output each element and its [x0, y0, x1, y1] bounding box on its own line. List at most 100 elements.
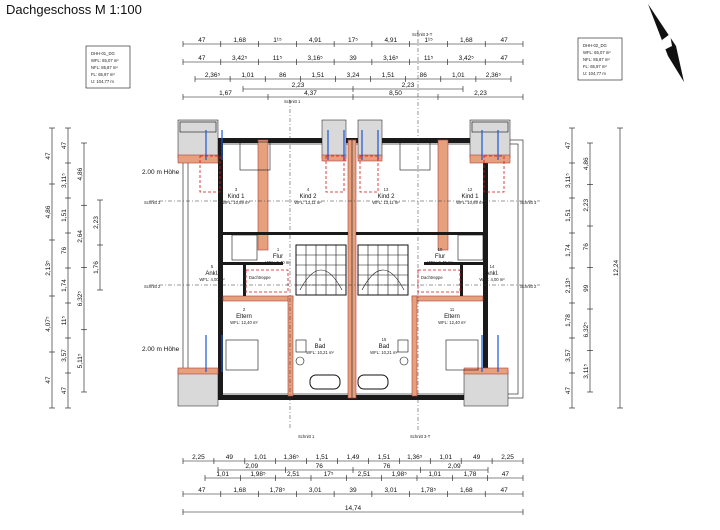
attic-stair-label-left: Dachtreppe: [249, 275, 271, 280]
left-dim-label: 4,07⁵: [45, 316, 52, 332]
right-dim-label: 4,86: [583, 157, 590, 170]
room-area: WFL: 10,21 m²: [306, 350, 334, 355]
top-dim-label: 2,36⁵: [486, 72, 502, 79]
bottom-dim-label: 1,01: [428, 471, 441, 478]
room-number: 1: [277, 247, 280, 252]
top-dim-label: 47: [198, 55, 206, 62]
left-dim-label: 47: [61, 142, 68, 150]
right-dim-label: 1,78: [565, 314, 572, 327]
top-dim-label: 3,42⁵: [459, 55, 475, 62]
dormer-bottom-right: [463, 367, 509, 407]
bottom-dim-label: 1,36⁵: [407, 454, 423, 461]
height-note-upper: 2.00 m Höhe: [142, 169, 180, 176]
room-name: Kind 1: [227, 194, 245, 200]
top-dim-label: 47: [500, 37, 508, 44]
bottom-dim-label: 1,51: [316, 454, 329, 461]
north-arrow-icon: [648, 4, 684, 82]
room-number: 4: [307, 187, 310, 192]
stairwell-left: [295, 244, 347, 296]
bottom-dim-label: 47: [502, 471, 510, 478]
bottom-dim-label: 76: [383, 463, 391, 470]
roof-window-markers: [199, 130, 505, 372]
section-lines: Schnitt 1 Schnitt 3-T Schnitt 3 Schnitt …: [144, 30, 540, 439]
top-dim-label: 1,67: [219, 90, 232, 97]
left-dim-label: 47: [45, 152, 52, 160]
unit-box-right-id: DHH-02_DG: [583, 43, 607, 48]
dormer-top-right: [469, 119, 511, 164]
room-number: 11: [450, 307, 455, 312]
room-area: WFL: 6,40 m²: [265, 260, 291, 265]
room-number: 14: [490, 264, 495, 269]
bottom-dim-label: 49: [226, 454, 234, 461]
top-dim-label: 1,68: [233, 37, 246, 44]
room-area: WFL: 13,11 m²: [372, 200, 400, 205]
bottom-dim-label: 17⁵: [324, 471, 334, 478]
section-label: Schnitt 1: [284, 99, 301, 104]
room-area: WFL: 4,00 m²: [479, 277, 505, 282]
room-name: Ankl.: [485, 271, 499, 277]
dormer-top-center-left: [321, 119, 347, 162]
section-label: Schnitt 2: [144, 284, 161, 289]
room-name: Kind 2: [299, 194, 317, 200]
top-dim-label: 3,16⁵: [308, 55, 324, 62]
dormer-top-left: [177, 119, 219, 164]
bottom-dim-label: 2,09: [245, 463, 258, 470]
top-dim-label: 1,51: [382, 72, 395, 79]
right-dim-label: 76: [583, 243, 590, 251]
right-dim-label: 12,24: [613, 259, 620, 276]
top-dim-label: 2,23: [474, 90, 487, 97]
room-area: WFL: 10,89 m²: [222, 200, 250, 205]
room-area: WFL: 12,40 m²: [230, 320, 258, 325]
bottom-dim-label: 1,78: [464, 471, 477, 478]
unit-box-left-id: DHH-01_DG: [91, 51, 115, 56]
top-dim-label: 1,01: [452, 72, 465, 79]
unit-box-left-line: NFL: 85,87 m²: [91, 65, 118, 70]
bottom-dim-label: 2,51: [287, 471, 300, 478]
top-dim-label: 1,51: [312, 72, 325, 79]
section-label: Schnitt 3: [520, 200, 537, 205]
room-name: Bad: [315, 344, 326, 350]
left-dim-label: 76: [61, 247, 68, 255]
closets: [231, 141, 484, 261]
section-label: Schnitt 1: [298, 434, 315, 439]
top-dim-label: 1,01: [241, 72, 254, 79]
left-dim-label: 47: [45, 376, 52, 384]
unit-box-left: DHH-01_DG WFL: 65,07 m² NFL: 85,87 m² FL…: [85, 45, 131, 89]
unit-box-right-line: WFL: 65,07 m²: [583, 50, 611, 55]
stairwell-right: [357, 244, 409, 296]
plan-title: Dachgeschoss M 1:100: [6, 2, 142, 17]
room-number: 10: [438, 247, 443, 252]
right-dim-label: 3,11⁵: [565, 173, 572, 188]
room-number: 6: [319, 337, 322, 342]
section-label: Schnitt 3-T: [410, 434, 431, 439]
left-dim-label: 1,74: [61, 279, 68, 292]
right-dim-label: 3,11⁵: [583, 364, 590, 379]
room-name: Bad: [379, 344, 390, 350]
bottom-dim-label: 2,09: [448, 463, 461, 470]
bottom-dim-label: 2,25: [192, 454, 205, 461]
section-label: Schnitt 3-T: [412, 32, 433, 37]
attic-stair-right: Dachtreppe: [417, 269, 461, 293]
bottom-dim-label: 1,01: [216, 471, 229, 478]
left-dim-label: 5,11⁵: [77, 353, 84, 368]
bottom-dim-label: 1,98⁵: [392, 471, 408, 478]
bottom-dim-label: 1,36⁵: [284, 454, 300, 461]
unit-box-right: DHH-02_DG WFL: 65,07 m² NFL: 85,87 m² FL…: [577, 37, 623, 81]
top-dim-label: 4,91: [309, 37, 322, 44]
bottom-dim-label: 14,74: [345, 505, 362, 512]
top-dim-label: 8,50: [389, 90, 402, 97]
right-dim-label: 1,51: [565, 209, 572, 222]
left-dim-label: 11⁵: [61, 315, 68, 325]
top-dim-label: 1¹⁵: [424, 37, 433, 44]
top-dim-label: 1,68: [460, 37, 473, 44]
room-name: Eltern: [236, 314, 252, 320]
room-name: Flur: [273, 254, 283, 260]
left-dim-label: 2,13⁵: [45, 260, 52, 276]
top-dim-label: 47: [198, 37, 206, 44]
top-dim-label: 2,23: [402, 82, 415, 89]
bottom-dim-label: 76: [316, 463, 324, 470]
bottom-dim-label: 3,01: [309, 487, 322, 494]
bottom-dim-label: 1,51: [378, 454, 391, 461]
top-dim-label: 86: [420, 72, 428, 79]
